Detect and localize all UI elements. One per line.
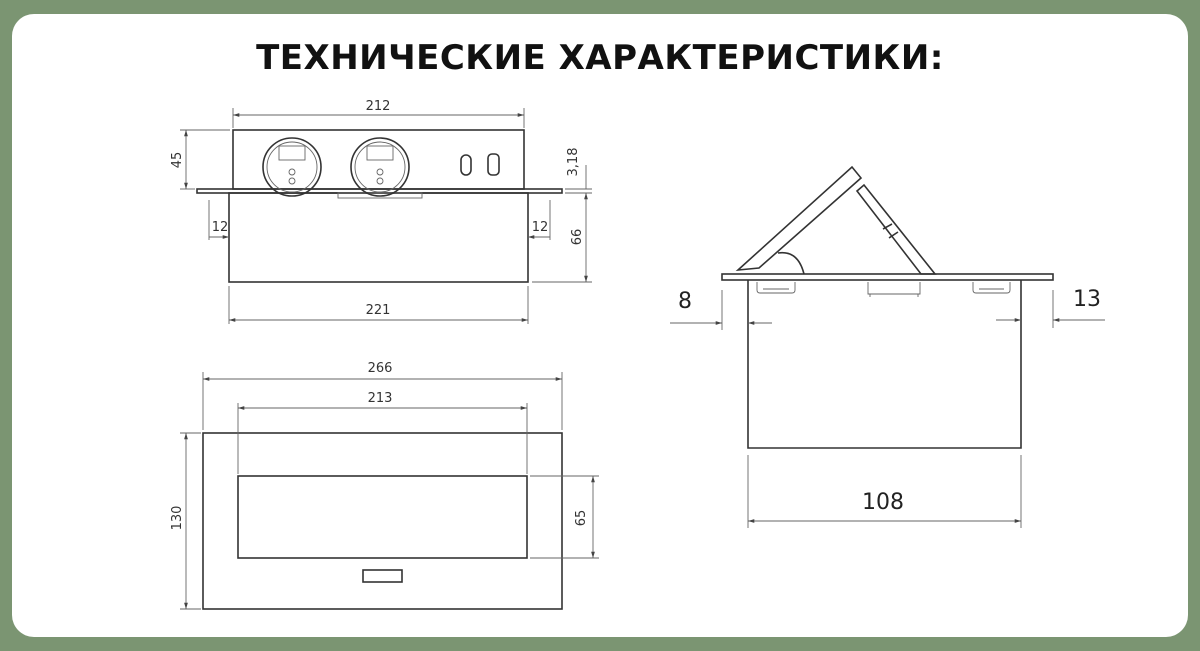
dim-65: 65 [574,510,589,527]
dim-12-left: 12 [212,220,229,235]
open-lid [735,165,863,272]
hinge [777,251,805,275]
clip-1 [756,282,796,294]
dim-13: 13 [1073,287,1101,312]
socket-panel [855,183,937,275]
content-panel [12,14,1188,637]
dim-3-18: 3,18 [566,148,581,177]
latch [337,192,423,199]
socket-2-icon [350,137,410,197]
lid-handle [362,569,403,583]
top-housing [232,129,525,190]
dim-8: 8 [678,289,692,314]
lower-body [228,192,529,283]
dim-108: 108 [862,490,904,515]
usb-c-port-icon [460,154,472,176]
body [747,280,1022,449]
front-view: 212 45 3,18 66 12 12 221 [170,99,592,324]
clip-2 [867,282,921,297]
flange [721,273,1054,281]
dim-12-right: 12 [532,220,549,235]
dim-213: 213 [368,391,393,406]
top-view: 266 213 130 65 [170,361,599,610]
dim-130: 130 [170,506,185,531]
side-view: 8 13 108 [670,165,1105,528]
dim-212: 212 [366,99,391,114]
socket-1-icon [262,137,322,197]
dim-221: 221 [366,303,391,318]
outer-frame [202,432,563,610]
dim-66: 66 [570,229,585,246]
clip-3 [972,282,1011,294]
usb-a-port-icon [487,153,500,176]
lid-opening [237,475,528,559]
page-title: ТЕХНИЧЕСКИЕ ХАРАКТЕРИСТИКИ: [256,38,944,78]
dim-266: 266 [368,361,393,376]
dim-45: 45 [170,152,185,169]
